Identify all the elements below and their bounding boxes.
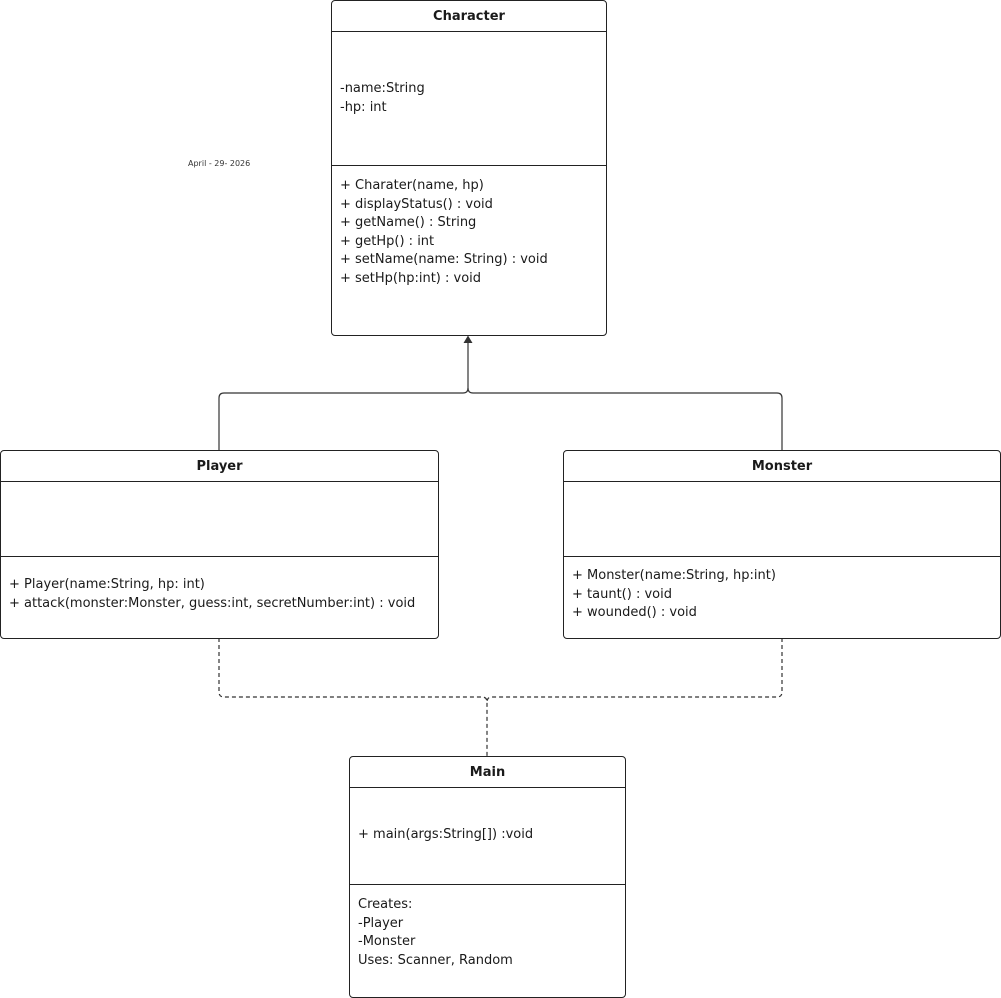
class-character[interactable]: Character -name:String -hp: int + Charat… — [331, 0, 607, 336]
dependency-line-monster — [486, 638, 783, 703]
attributes-section — [1, 481, 438, 557]
method: -Monster — [358, 934, 416, 950]
class-monster[interactable]: Monster + Monster(name:String, hp:int) +… — [563, 450, 1001, 639]
method: + Charater(name, hp) — [340, 178, 484, 193]
method: + Monster(name:String, hp:int) — [572, 568, 776, 583]
class-name: Monster — [564, 451, 1000, 482]
method: Uses: Scanner, Random — [358, 952, 513, 968]
attributes-section: + main(args:String[]) :void — [350, 787, 625, 885]
inheritance-line-monster — [467, 387, 783, 450]
dependency-line-player — [218, 638, 488, 756]
method: + getHp() : int — [340, 233, 435, 249]
arrow-head-icon — [463, 335, 473, 343]
method: Creates: — [358, 897, 413, 912]
inheritance-line-player — [218, 387, 469, 450]
methods-section: + Player(name:String, hp: int) + attack(… — [1, 557, 438, 638]
method: + setName(name: String) : void — [340, 252, 548, 268]
class-main[interactable]: Main + main(args:String[]) :void Creates… — [349, 756, 626, 998]
attribute: + main(args:String[]) :void — [358, 827, 534, 842]
class-name: Main — [350, 757, 625, 788]
method: + wounded() : void — [572, 605, 697, 621]
date-note: April - 29- 2026 — [188, 159, 251, 168]
method: + getName() : String — [340, 215, 477, 231]
class-name: Player — [1, 451, 438, 482]
methods-section: Creates: -Player -Monster Uses: Scanner,… — [350, 885, 625, 997]
methods-section: + Monster(name:String, hp:int) + taunt()… — [564, 557, 1000, 638]
attribute: -hp: int — [340, 99, 387, 115]
attributes-section: -name:String -hp: int — [332, 31, 606, 166]
class-name: Character — [332, 1, 606, 32]
method: + setHp(hp:int) : void — [340, 270, 482, 286]
attribute: -name:String — [340, 81, 425, 96]
method: -Player — [358, 915, 404, 931]
method: + Player(name:String, hp: int) — [9, 577, 205, 592]
class-player[interactable]: Player + Player(name:String, hp: int) + … — [0, 450, 439, 639]
methods-section: + Charater(name, hp) + displayStatus() :… — [332, 166, 606, 335]
attributes-section — [564, 481, 1000, 557]
method: + taunt() : void — [572, 586, 672, 602]
method: + attack(monster:Monster, guess:int, sec… — [9, 595, 416, 611]
method: + displayStatus() : void — [340, 196, 493, 212]
